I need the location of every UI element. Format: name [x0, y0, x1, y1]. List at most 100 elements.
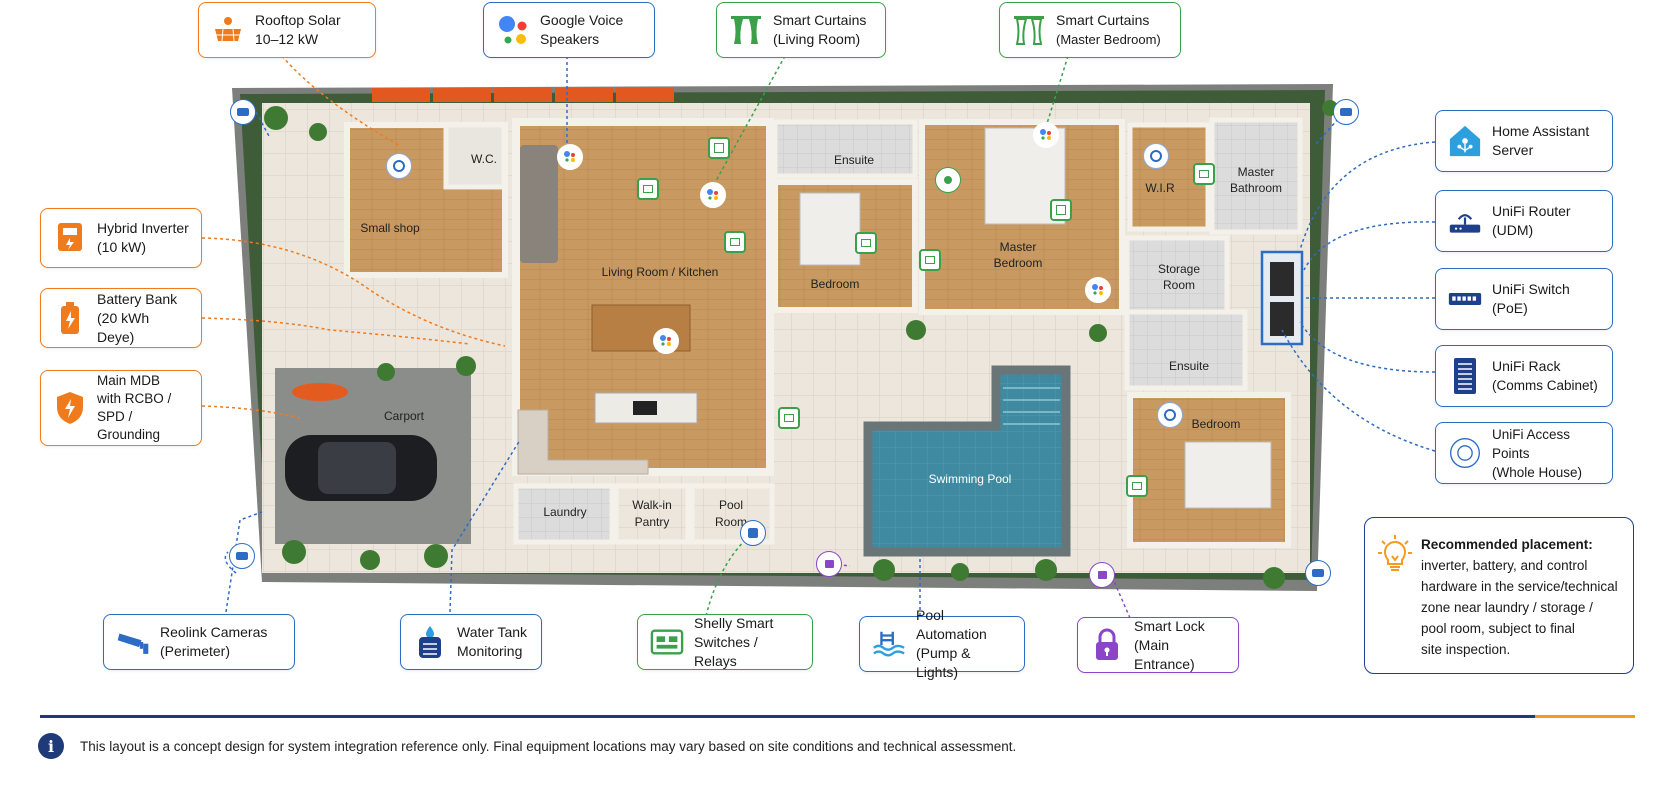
callout-line-1: Home Assistant	[1492, 123, 1590, 139]
solar-panels	[372, 88, 674, 102]
google-speaker-marker	[1085, 277, 1111, 303]
note-title: Recommended placement:	[1421, 537, 1593, 552]
room-living-kitchen: Living Room / Kitchen	[602, 265, 719, 279]
inverter-icon	[53, 221, 87, 255]
placement-note: Recommended placement: inverter, battery…	[1364, 517, 1634, 674]
room-bedroom-1: Bedroom	[811, 277, 860, 291]
callout-line-1: Main MDB	[97, 373, 161, 388]
callout-line-1: UniFi Switch	[1492, 281, 1570, 297]
note-line-3: zone near laundry / storage /	[1421, 600, 1593, 615]
room-small-shop: Small shop	[360, 221, 420, 235]
callout-rooftop-solar: Rooftop Solar 10–12 kW	[198, 2, 376, 58]
callout-line-1: Hybrid Inverter	[97, 220, 189, 236]
router-icon	[1448, 204, 1482, 238]
room-master-bath-l2: Bathroom	[1230, 181, 1282, 195]
callout-line-2: (PoE)	[1492, 300, 1528, 316]
room-master-bath-l1: Master	[1238, 165, 1275, 179]
callout-line-2: (Whole House)	[1492, 464, 1583, 480]
access-point-icon	[1448, 436, 1482, 470]
footer-divider	[40, 715, 1635, 718]
water-tank-sensor-marker	[740, 520, 766, 546]
info-icon: i	[38, 733, 64, 759]
shield-bolt-icon	[53, 391, 87, 425]
google-speaker-marker	[557, 144, 583, 170]
room-bedroom-2: Bedroom	[1192, 417, 1241, 431]
callout-line-2: with RCBO /	[97, 391, 172, 406]
lock-marker	[816, 551, 842, 577]
callout-line-1: UniFi Access Points	[1492, 426, 1571, 461]
callout-reolink-cameras: Reolink Cameras(Perimeter)	[103, 614, 295, 670]
smart-switch-marker	[919, 249, 941, 271]
callout-curtains-living: Smart Curtains (Living Room)	[716, 2, 886, 58]
battery-icon	[53, 301, 87, 335]
callout-line-1: Rooftop Solar	[255, 12, 341, 28]
curtain-marker	[1050, 199, 1072, 221]
pool-water-icon	[872, 627, 906, 661]
callout-line-2: (Master Bedroom)	[1056, 32, 1161, 47]
callout-line-2: (UDM)	[1492, 222, 1534, 238]
callout-hybrid-inverter: Hybrid Inverter (10 kW)	[40, 208, 202, 268]
room-wc: W.C.	[471, 152, 497, 166]
callout-smart-lock: Smart Lock(Main Entrance)	[1077, 617, 1239, 673]
room-master-bedroom-l2: Bedroom	[994, 256, 1043, 270]
callout-line-2: (Perimeter)	[160, 643, 231, 659]
google-speaker-marker	[653, 328, 679, 354]
smart-switch-marker	[1126, 475, 1148, 497]
room-pantry-l1: Walk-in	[632, 498, 672, 512]
padlock-icon	[1090, 628, 1124, 662]
access-point-marker	[1157, 402, 1183, 428]
car-illustration	[285, 435, 437, 501]
google-speaker-marker	[1033, 122, 1059, 148]
smart-switch-marker	[724, 231, 746, 253]
footer-disclaimer: i This layout is a concept design for sy…	[38, 733, 1016, 759]
water-tank-icon	[413, 625, 447, 659]
room-storage-l1: Storage	[1158, 262, 1200, 276]
room-pool-room-l1: Pool	[719, 498, 743, 512]
note-line-4: pool room, subject to final	[1421, 621, 1575, 636]
server-rack-icon	[1448, 358, 1482, 394]
callout-curtains-master: Smart Curtains (Master Bedroom)	[999, 2, 1181, 58]
lightbulb-icon	[1377, 534, 1413, 661]
camera-marker	[229, 543, 255, 569]
note-line-1: inverter, battery, and control	[1421, 558, 1588, 573]
thermostat-marker	[935, 167, 961, 193]
callout-line-1: UniFi Rack	[1492, 358, 1561, 374]
callout-line-2: (Living Room)	[773, 31, 861, 47]
callout-unifi-rack: UniFi Rack(Comms Cabinet)	[1435, 345, 1613, 407]
callout-line-2: (20 kWh Deye)	[97, 309, 150, 345]
callout-line-2: (10 kW)	[97, 239, 146, 255]
cctv-camera-icon	[116, 625, 150, 659]
callout-line-2: Speakers	[540, 31, 600, 47]
callout-unifi-access-points: UniFi Access Points (Whole House)	[1435, 422, 1613, 484]
callout-line-3: SPD / Grounding	[97, 409, 161, 442]
callout-line-1: Shelly Smart	[694, 614, 774, 631]
callout-battery-bank: Battery Bank(20 kWh Deye)	[40, 288, 202, 348]
room-ensuite-top: Ensuite	[834, 153, 874, 167]
callout-line-2: 10–12 kW	[255, 31, 319, 47]
callout-line-1: Smart Lock	[1134, 617, 1205, 634]
callout-line-2: Switches / Relays	[694, 633, 758, 669]
smart-switch-icon	[650, 625, 684, 659]
callout-unifi-router: UniFi Router (UDM)	[1435, 190, 1613, 252]
room-pool-room-l2: Room	[715, 515, 747, 529]
room-laundry: Laundry	[543, 505, 586, 519]
lock-marker	[1089, 562, 1115, 588]
smart-switch-marker	[778, 407, 800, 429]
swimming-pool	[863, 365, 1071, 557]
access-point-marker	[386, 153, 412, 179]
callout-line-1: Smart Curtains	[773, 12, 867, 28]
smart-switch-marker	[637, 178, 659, 200]
note-line-5: site inspection.	[1421, 642, 1511, 657]
room-master-bedroom-l1: Master	[1000, 240, 1037, 254]
room-carport: Carport	[384, 409, 425, 423]
home-assistant-icon	[1448, 124, 1482, 158]
callout-line-1: UniFi Router	[1492, 203, 1571, 219]
curtain-marker	[708, 137, 730, 159]
camera-marker	[1305, 560, 1331, 586]
curtain-icon	[1012, 13, 1046, 47]
room-ensuite-right: Ensuite	[1169, 359, 1209, 373]
callout-line-1: Smart Curtains	[1056, 12, 1150, 28]
